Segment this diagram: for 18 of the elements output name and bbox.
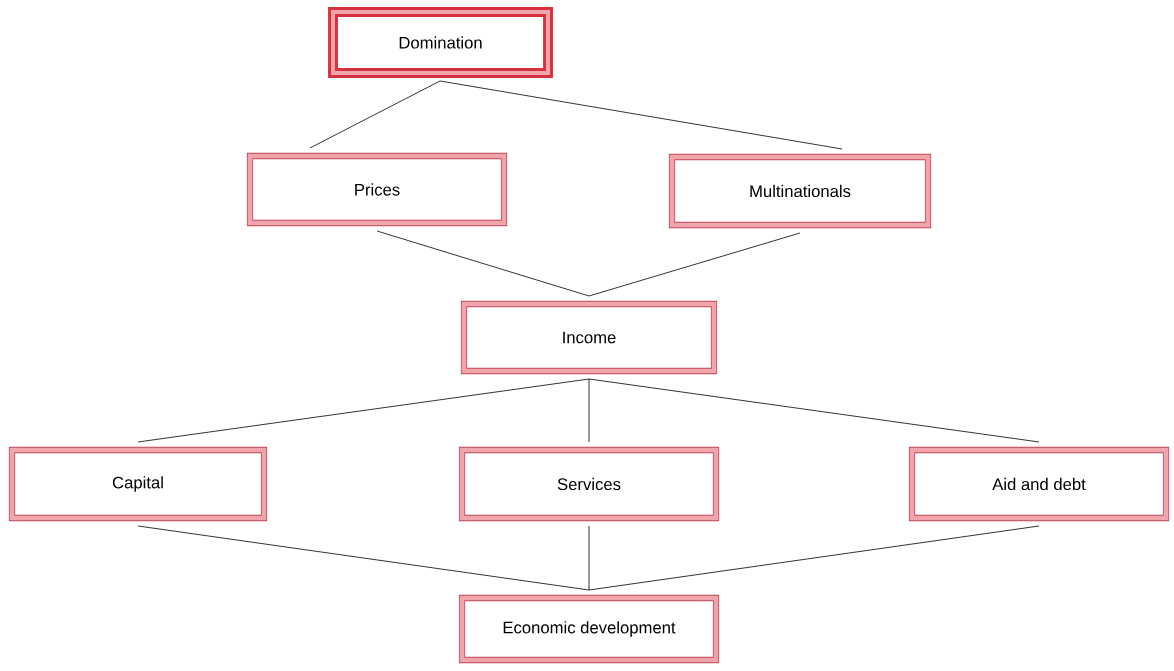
connector-line: [309, 80, 441, 149]
connector-line: [137, 525, 590, 591]
box: Domination: [328, 7, 553, 78]
connector-line: [376, 230, 590, 297]
box: Economic development: [458, 594, 720, 664]
connector-line: [588, 525, 590, 591]
box: Aid and debt: [908, 446, 1170, 522]
box: Capital: [8, 446, 268, 522]
connector-line: [588, 378, 590, 443]
connector-line: [588, 232, 801, 297]
box: Income: [460, 300, 718, 375]
connector-line: [137, 378, 590, 443]
connector-line: [588, 378, 1040, 443]
box: Prices: [246, 152, 508, 227]
connector-line: [588, 525, 1040, 591]
connector-line: [439, 80, 843, 150]
box: Multinationals: [668, 153, 932, 229]
box: Services: [458, 446, 720, 522]
